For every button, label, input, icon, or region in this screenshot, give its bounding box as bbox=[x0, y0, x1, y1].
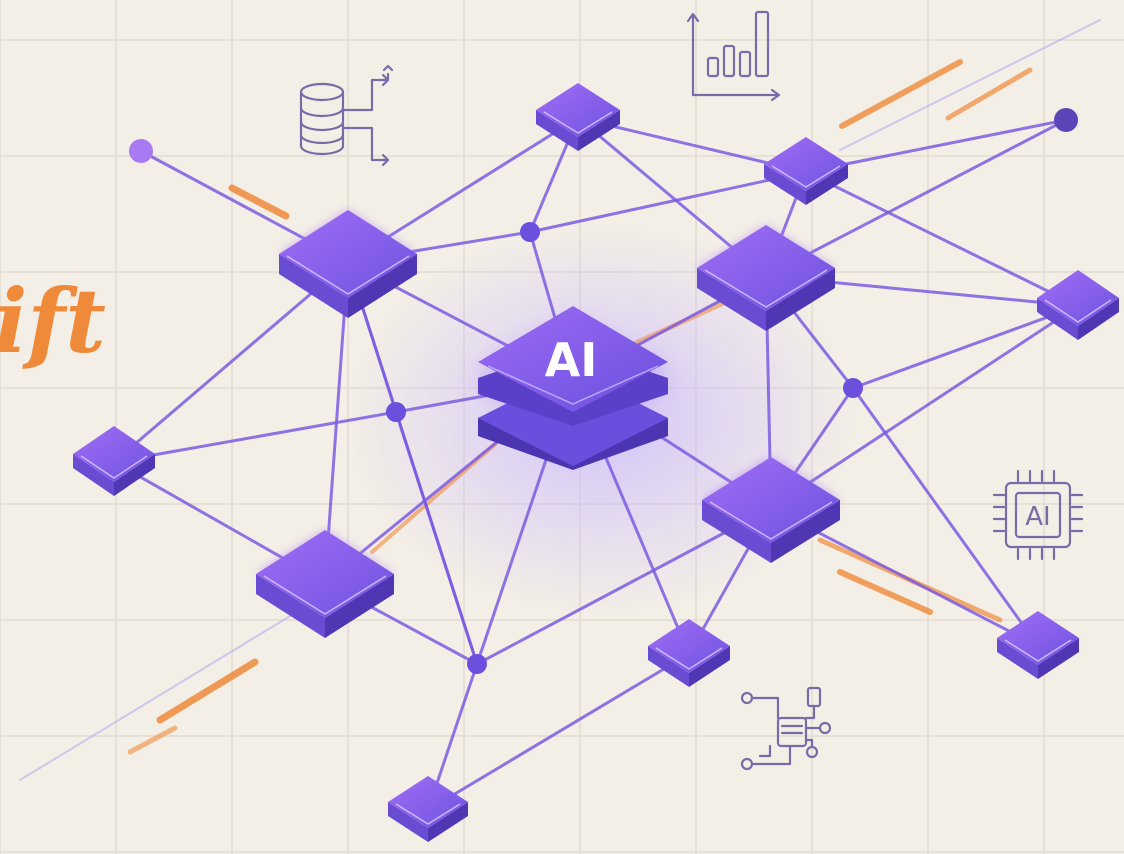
endpoint-dot bbox=[1054, 108, 1078, 132]
ai-chip-icon: AI bbox=[992, 469, 1084, 561]
network-node bbox=[536, 83, 620, 151]
center-node-label: AI bbox=[545, 333, 598, 387]
network-edge bbox=[804, 170, 1080, 308]
accent-streak bbox=[945, 67, 1033, 121]
network-edge bbox=[764, 118, 1068, 278]
accent-ray bbox=[839, 19, 1101, 151]
accent-ray bbox=[19, 609, 301, 781]
network-node bbox=[702, 457, 840, 563]
endpoint-dot bbox=[129, 139, 153, 163]
network-edge bbox=[804, 118, 1068, 174]
network-node bbox=[256, 530, 394, 638]
network-node bbox=[1037, 270, 1119, 340]
junction-dot bbox=[467, 654, 487, 674]
bar-chart-icon bbox=[686, 10, 781, 102]
network-edge bbox=[851, 386, 1040, 648]
chip-icon-label: AI bbox=[1025, 502, 1050, 532]
accent-streak bbox=[837, 569, 933, 615]
ai-center-node: AI bbox=[478, 306, 668, 470]
accent-streak bbox=[127, 725, 178, 755]
handwritten-text: ift bbox=[0, 269, 106, 373]
network-nodes bbox=[73, 83, 1119, 842]
network-edge bbox=[769, 304, 1080, 510]
junction-dot bbox=[386, 402, 406, 422]
accent-streak bbox=[839, 59, 963, 129]
database-flow-icon bbox=[299, 64, 394, 167]
junction-dot bbox=[520, 222, 540, 242]
network-edge bbox=[426, 652, 691, 812]
circuit-icon bbox=[740, 686, 832, 771]
network-node bbox=[279, 210, 417, 318]
network-edge bbox=[475, 506, 773, 666]
network-edge bbox=[112, 260, 350, 464]
network-edge bbox=[528, 170, 808, 234]
network-node bbox=[997, 611, 1079, 679]
junction-dot bbox=[843, 378, 863, 398]
network-edge bbox=[851, 304, 1080, 390]
accent-streak bbox=[156, 658, 259, 724]
network-node bbox=[764, 137, 848, 205]
network-node bbox=[388, 776, 468, 842]
network-node bbox=[73, 426, 155, 496]
network-edge bbox=[394, 410, 479, 666]
network-node bbox=[648, 619, 730, 687]
network-junctions bbox=[129, 108, 1078, 674]
accent-streak bbox=[228, 184, 290, 220]
network-node bbox=[697, 225, 835, 331]
network-edge bbox=[112, 410, 398, 464]
